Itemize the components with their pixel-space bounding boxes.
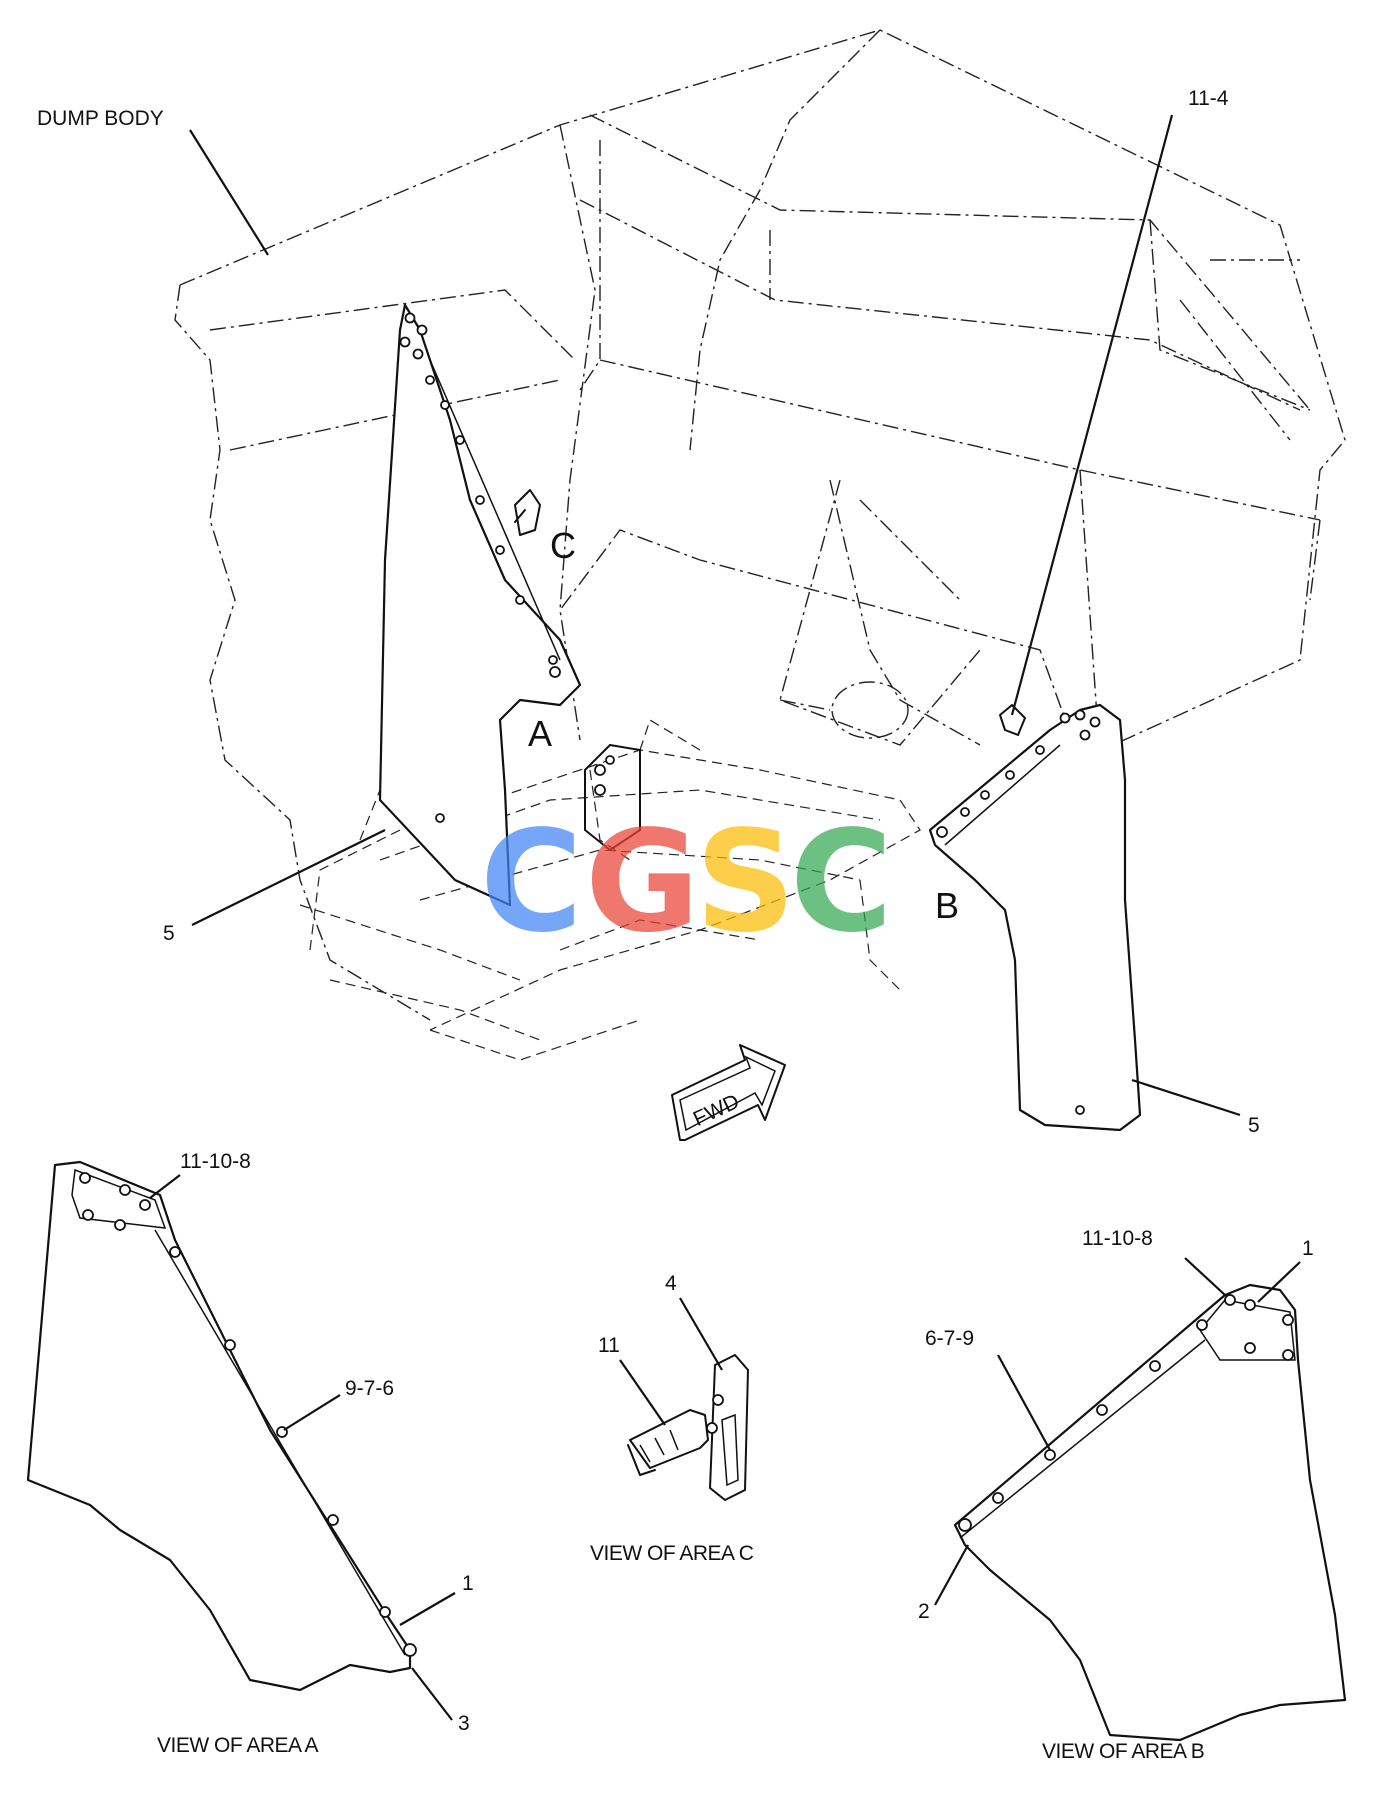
- view-area-b: [953, 1283, 1347, 1742]
- leader-view-b-6-7-9: [997, 1354, 1051, 1451]
- marker-area-a: A: [528, 713, 552, 754]
- leader-dump-body: [189, 129, 269, 256]
- watermark-letter-s: S: [695, 801, 796, 964]
- mud-flap-right: [928, 703, 1142, 1132]
- view-area-a: [26, 1160, 417, 1692]
- view-a-caption: VIEW OF AREA A: [157, 1734, 319, 1757]
- leader-view-a-1: [399, 1592, 456, 1626]
- view-b-label-2: 2: [918, 1600, 930, 1623]
- view-c-caption: VIEW OF AREA C: [590, 1542, 754, 1565]
- leader-view-c-11: [619, 1359, 666, 1426]
- view-b-caption: VIEW OF AREA B: [1042, 1740, 1204, 1763]
- view-a-label-9-7-6: 9-7-6: [345, 1377, 394, 1400]
- view-a-label-1: 1: [462, 1572, 474, 1595]
- label-dump-body: DUMP BODY: [37, 107, 164, 130]
- watermark-letter-c1: C: [480, 801, 583, 964]
- leader-view-a-11-10-8: [149, 1174, 181, 1199]
- watermark-letter-g: G: [585, 801, 700, 964]
- leader-view-b-2: [934, 1544, 969, 1606]
- frame-floor-outline: [299, 719, 921, 1061]
- view-a-label-3: 3: [458, 1712, 470, 1735]
- view-area-c-latch: [627, 1354, 749, 1501]
- leader-view-a-3: [411, 1667, 453, 1721]
- leader-5-left: [191, 829, 386, 926]
- mud-flap-left: [378, 303, 582, 907]
- view-c-label-11: 11: [598, 1334, 620, 1357]
- label-5-right: 5: [1248, 1114, 1260, 1137]
- view-b-label-6-7-9: 6-7-9: [925, 1327, 974, 1350]
- view-c-label-4: 4: [665, 1272, 677, 1295]
- label-11-4: 11-4: [1188, 87, 1229, 110]
- view-b-label-1: 1: [1302, 1237, 1314, 1260]
- watermark-letter-c2: C: [790, 801, 893, 964]
- cgsc-watermark: C G S C: [480, 801, 893, 964]
- leader-11-4: [1010, 114, 1174, 716]
- leader-view-c-4: [679, 1297, 723, 1371]
- view-b-label-11-10-8: 11-10-8: [1082, 1227, 1153, 1250]
- marker-area-b: B: [935, 885, 959, 926]
- hitch-bracket: [584, 744, 641, 851]
- leader-view-a-9-7-6: [283, 1394, 341, 1431]
- leader-view-b-11-10-8: [1184, 1257, 1226, 1296]
- leader-view-b-1: [1257, 1261, 1301, 1303]
- label-5-left: 5: [163, 922, 175, 945]
- view-a-label-11-10-8: 11-10-8: [180, 1150, 251, 1173]
- marker-area-c: C: [550, 525, 576, 566]
- latch-right: [999, 704, 1026, 736]
- latch-area-c: [514, 489, 541, 536]
- fwd-arrow: FWD: [671, 1044, 786, 1141]
- leader-5-right: [1131, 1078, 1241, 1117]
